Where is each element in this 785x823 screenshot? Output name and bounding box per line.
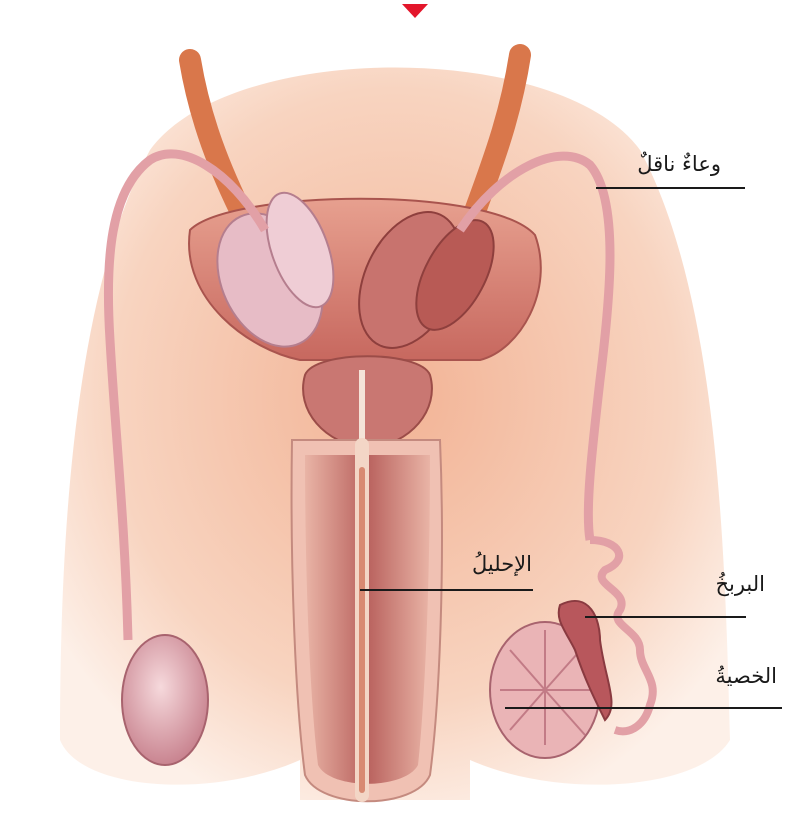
epididymis-label: البربخُ [715,572,765,596]
urethra-label: الإحليلُ [472,552,532,576]
left-testis [122,635,208,765]
pointer-marker-icon [402,4,428,18]
vas-deferens-label: وعاءٌ ناقلٌ [637,152,721,176]
testis-label: الخصيةُ [715,664,777,688]
